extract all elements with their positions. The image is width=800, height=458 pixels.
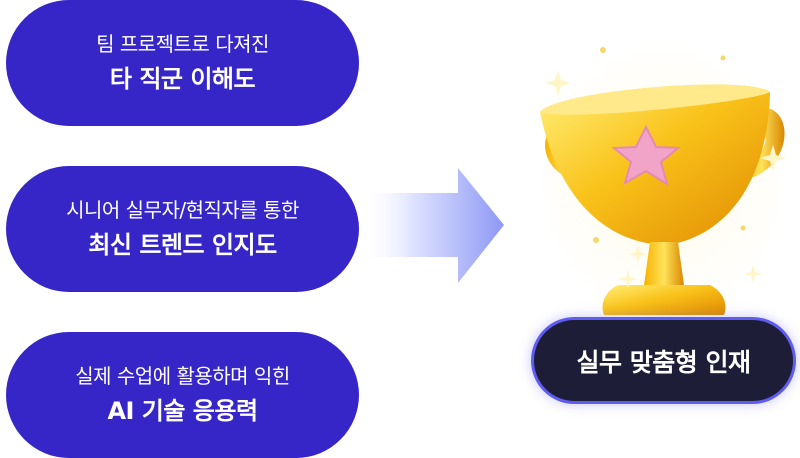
result-label: 실무 맞춤형 인재 — [576, 347, 751, 377]
feature-title: 최신 트렌드 인지도 — [88, 231, 277, 259]
feature-subtitle: 시니어 실무자/현직자를 통한 — [66, 198, 299, 222]
feature-subtitle: 실제 수업에 활용하며 익힌 — [75, 364, 290, 388]
feature-subtitle: 팀 프로젝트로 다져진 — [96, 32, 269, 56]
feature-title: AI 기술 응용력 — [107, 397, 258, 425]
feature-pill-senior-mentor: 시니어 실무자/현직자를 통한 최신 트렌드 인지도 — [6, 166, 359, 292]
feature-pill-team-project: 팀 프로젝트로 다져진 타 직군 이해도 — [6, 0, 359, 126]
feature-title: 타 직군 이해도 — [109, 65, 256, 93]
right-arrow-icon — [362, 168, 504, 283]
feature-pill-ai-skill: 실제 수업에 활용하며 익힌 AI 기술 응용력 — [6, 332, 359, 458]
result-badge: 실무 맞춤형 인재 — [531, 317, 796, 404]
trophy-icon — [533, 40, 793, 320]
